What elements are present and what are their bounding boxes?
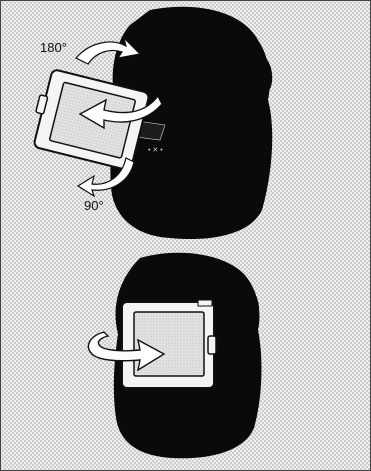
hinge-mark: • ✕ • [148,147,163,154]
angle-label-180: 180° [40,40,67,55]
angle-label-90: 90° [84,198,104,213]
lcd-latch-folded [208,336,216,354]
lcd-panel-folded [122,300,216,388]
lcd-tab-folded [198,300,212,306]
